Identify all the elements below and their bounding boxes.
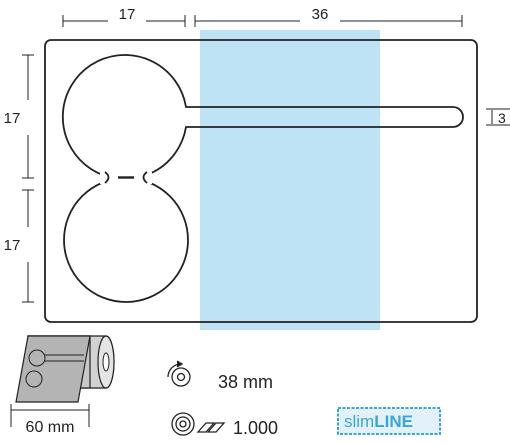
slimline-slim: slim: [344, 412, 374, 431]
label-card: [44, 39, 478, 323]
slimline-line: LINE: [374, 412, 413, 431]
dim-left-upper: 17: [4, 110, 21, 127]
left-dimension-lines: [22, 54, 34, 303]
roll-quantity-icon: [171, 412, 226, 436]
dim-left-lower: 17: [4, 237, 21, 254]
core-diameter-value: 38 mm: [218, 372, 273, 392]
highlight-stripe: [200, 30, 380, 330]
circle-junction-right: [142, 171, 148, 184]
circle-junction-left: [104, 171, 110, 184]
top-dimension-lines: [62, 15, 463, 27]
roll-illustration: [15, 335, 115, 403]
roll-quantity-value: 1.000: [233, 418, 278, 438]
upper-circle-with-slot: [61, 54, 464, 180]
slimline-logo: slimLINE: [337, 407, 441, 435]
dim-right-slot: 3: [498, 110, 506, 126]
right-dimension-lines: [486, 108, 510, 126]
roll-core-icon: [167, 360, 191, 387]
dim-top-left: 17: [119, 6, 136, 23]
dim-bottom-width: 60 mm: [26, 419, 75, 436]
bottom-dimension-lines: [10, 404, 90, 427]
svg-text:slimLINE: slimLINE: [344, 412, 413, 431]
dim-top-right: 36: [312, 6, 329, 23]
lower-circle: [63, 177, 189, 303]
